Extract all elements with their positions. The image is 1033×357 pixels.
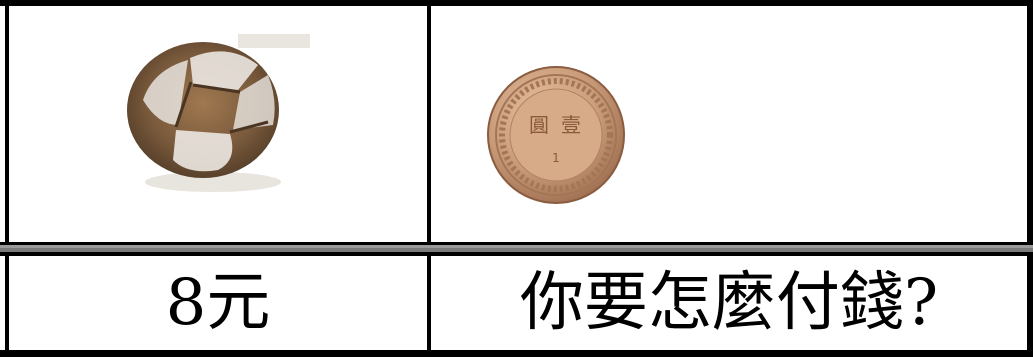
table-row-divider	[0, 242, 1033, 256]
bread-image	[127, 34, 310, 192]
coin-face-left-char: 圓	[529, 113, 549, 137]
table-column-divider	[427, 0, 431, 357]
price-label: 8元	[165, 266, 271, 340]
table-border-bottom	[0, 350, 1033, 357]
coin-face-right-char: 壹	[561, 113, 581, 137]
table-border-left	[5, 0, 9, 357]
payment-question: 你要怎麼付錢?	[519, 266, 939, 340]
coin-face-numeral: 1	[552, 151, 560, 165]
coin-image: 圓 壹 1	[487, 66, 625, 204]
table-border-right	[1027, 0, 1033, 357]
table-border-top	[0, 0, 1033, 6]
